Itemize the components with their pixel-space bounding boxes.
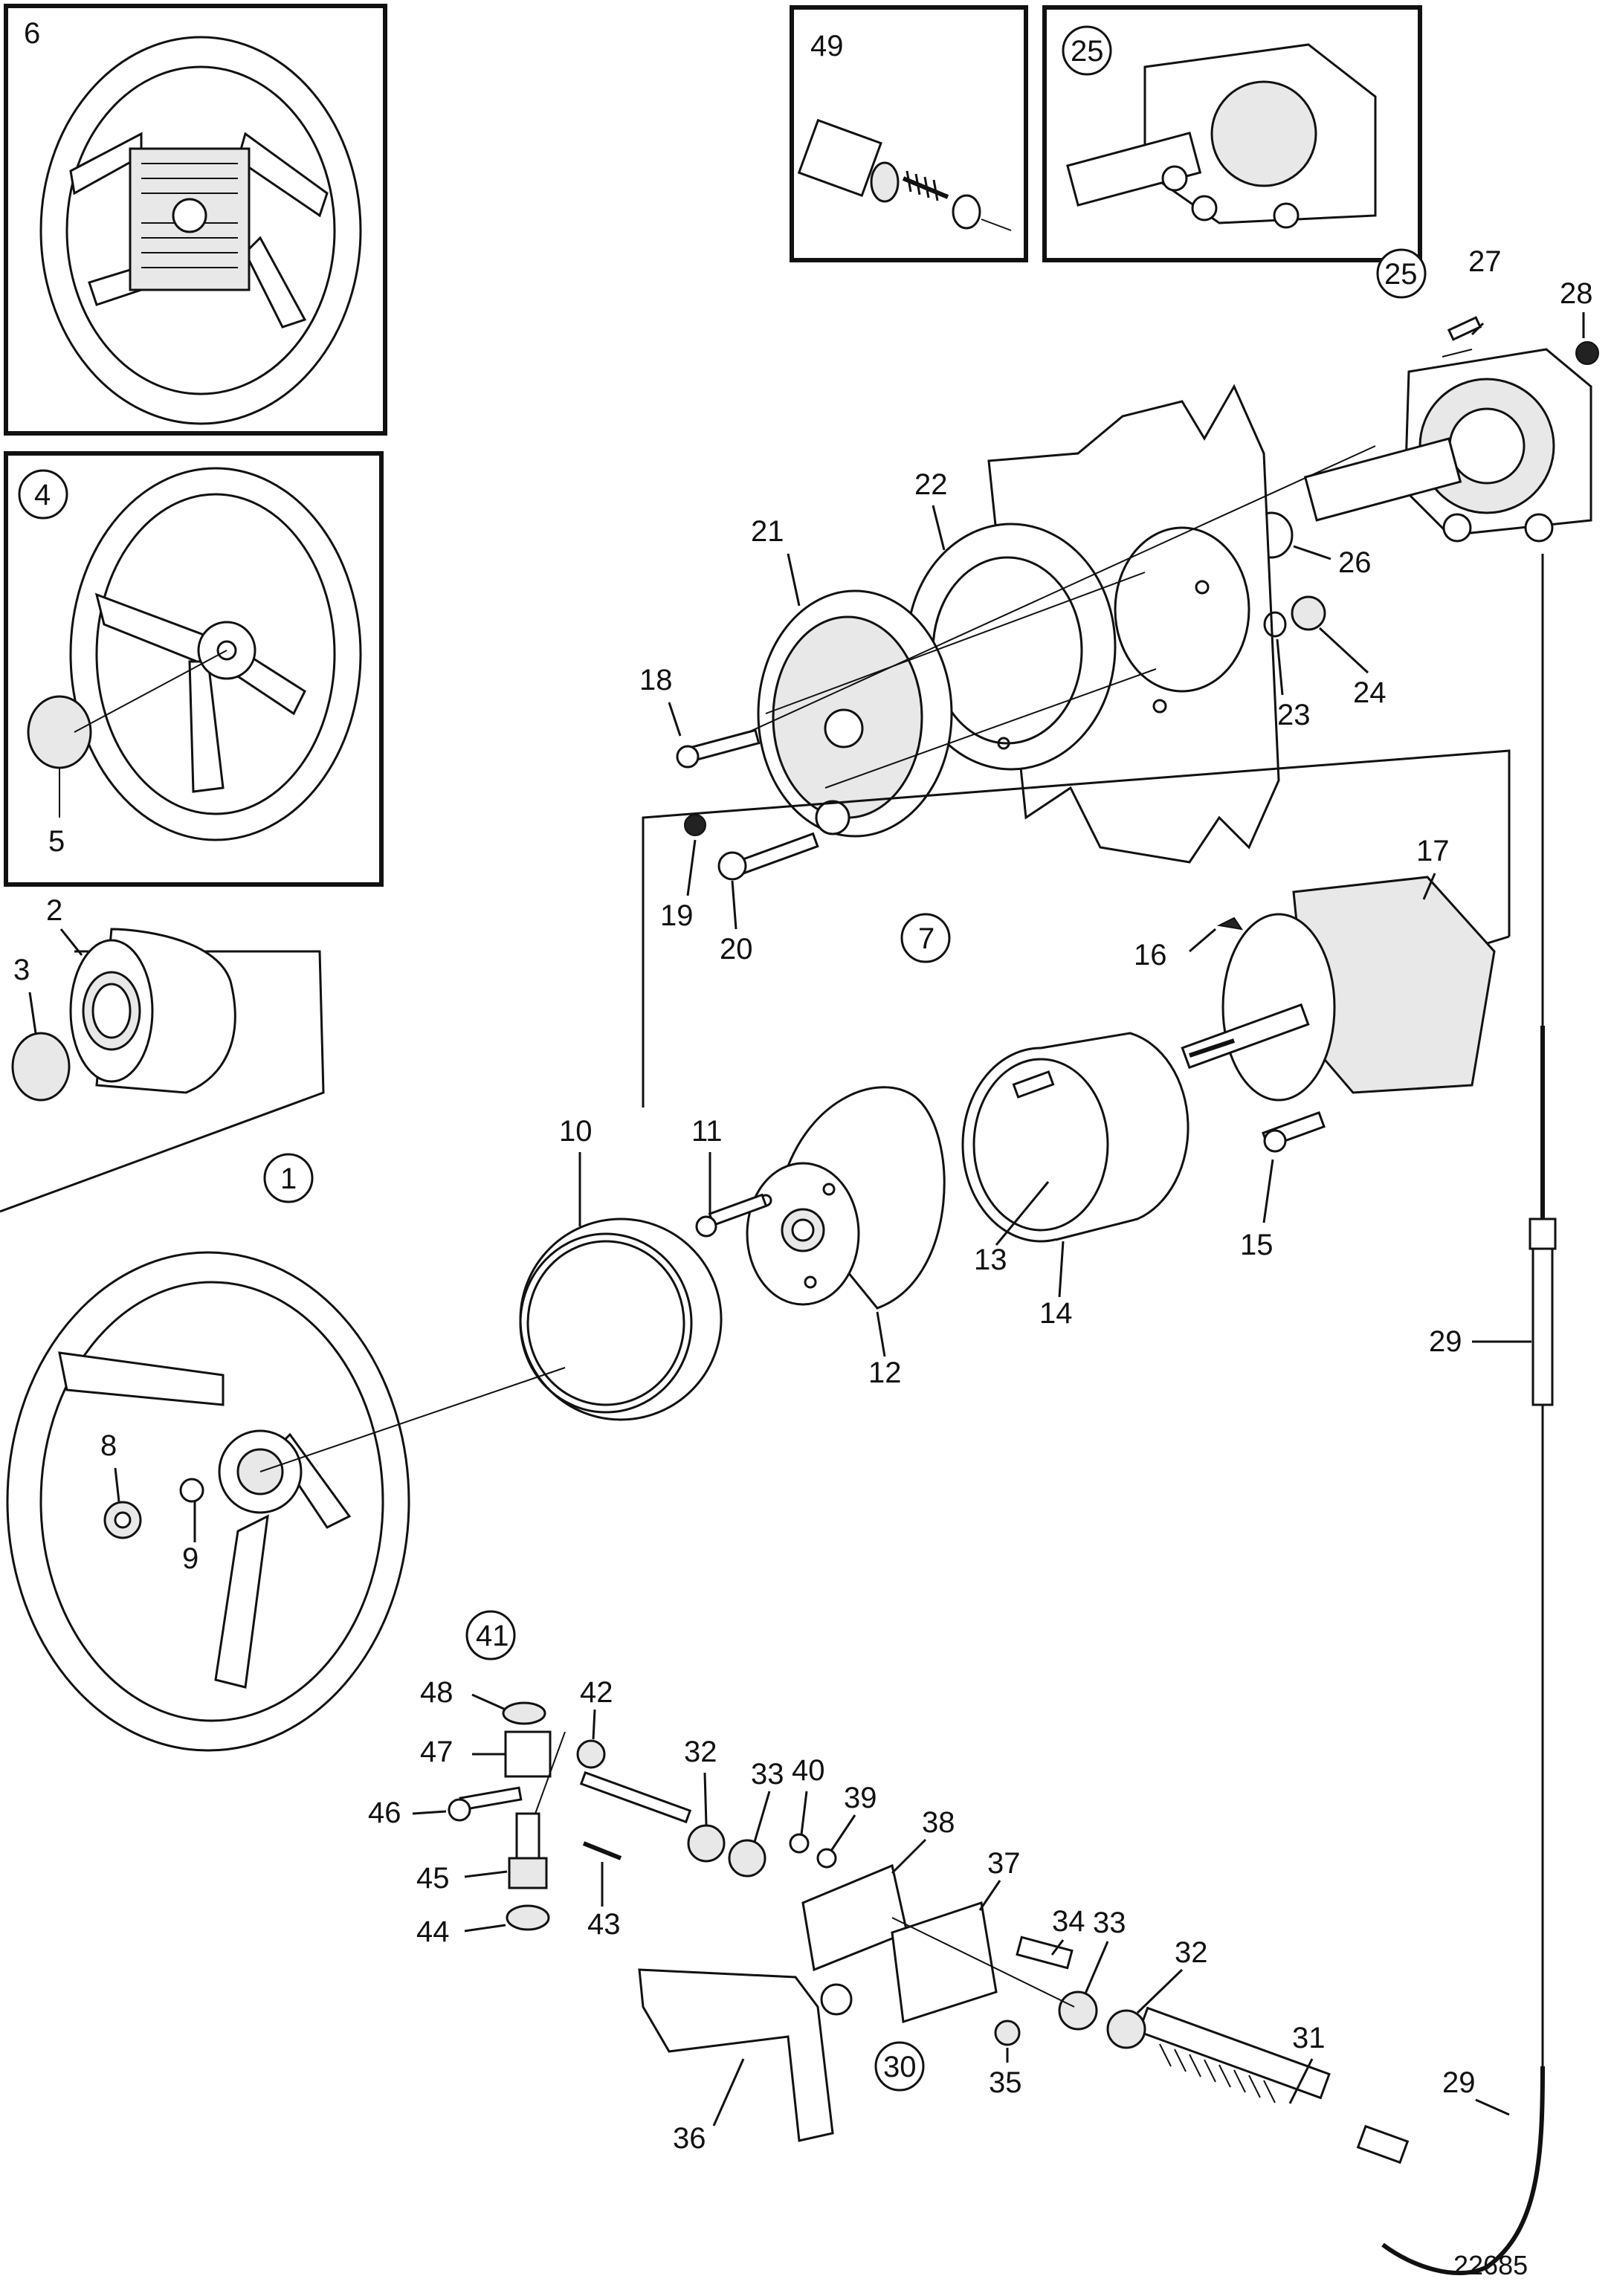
drawing-number: 22685: [1453, 2250, 1528, 2280]
label-24: 24: [1353, 676, 1387, 709]
inset-25-helm-unit-detail: 25: [1042, 5, 1422, 262]
helm-unit-25: 25 27 28 26: [1249, 245, 1599, 1100]
cover-14: 14 13: [961, 1032, 1189, 1330]
label-45: 45: [416, 1862, 450, 1895]
steering-wheel-1: 1 8 9: [6, 1153, 566, 1752]
gasket-22: 22: [906, 468, 1117, 771]
label-22: 22: [914, 468, 948, 501]
inset-4-sport-steering-wheel: 4 5: [4, 451, 384, 887]
label-10: 10: [559, 1115, 593, 1148]
label-34: 34: [1052, 1905, 1085, 1938]
hub-12: 12 11: [691, 1086, 946, 1389]
label-17: 17: [1416, 835, 1450, 867]
label-7: 7: [918, 922, 934, 955]
label-47: 47: [420, 1736, 453, 1768]
inset-49-label: 49: [810, 30, 844, 62]
label-19: 19: [660, 899, 694, 932]
label-29-upper: 29: [1429, 1325, 1462, 1358]
label-2: 2: [46, 894, 62, 927]
label-18: 18: [639, 664, 673, 696]
inset-49-valve-assembly: 49: [790, 5, 1028, 262]
label-37: 37: [987, 1847, 1021, 1880]
ring-10: 10: [519, 1115, 723, 1421]
label-43: 43: [587, 1908, 621, 1941]
label-27: 27: [1468, 245, 1502, 278]
label-40: 40: [792, 1754, 825, 1787]
label-8: 8: [100, 1429, 117, 1462]
assembly-axis-line: [691, 445, 1376, 759]
group-7-bracket: [642, 749, 1511, 1107]
fasteners-upper: 18 19 20 23 24: [639, 595, 1387, 966]
label-12: 12: [868, 1356, 902, 1389]
label-35: 35: [989, 2066, 1022, 2099]
tilt-mechanism-17: 17 16 15: [1134, 835, 1496, 1261]
label-9: 9: [182, 1542, 198, 1575]
label-29-lower: 29: [1442, 2066, 1476, 2099]
label-39: 39: [844, 1782, 877, 1814]
label-21: 21: [751, 515, 784, 548]
label-32-lower: 32: [1175, 1936, 1208, 1969]
label-28: 28: [1560, 277, 1593, 310]
label-25: 25: [1384, 258, 1418, 291]
rod-end-31: 31: [1137, 2006, 1410, 2164]
label-3: 3: [13, 954, 30, 986]
label-26: 26: [1338, 546, 1372, 579]
assembly-axis-line: [765, 572, 1146, 714]
label-16: 16: [1134, 939, 1167, 971]
linkage-assembly: 41 48 47 42 46 45 43 44 32 33 40: [368, 1610, 1208, 2155]
inset-6-label: 6: [24, 17, 40, 50]
label-13: 13: [974, 1244, 1007, 1276]
label-15: 15: [1240, 1229, 1274, 1261]
steering-cable-29: 29 29: [1381, 1026, 1557, 2275]
label-46: 46: [368, 1797, 401, 1829]
label-31: 31: [1292, 2022, 1326, 2054]
label-20: 20: [720, 933, 753, 966]
label-48: 48: [420, 1676, 453, 1709]
label-42: 42: [580, 1676, 613, 1709]
helm-housing-21: 21: [751, 515, 953, 838]
hub-cap-2-3: 2 3: [0, 894, 325, 1213]
label-36: 36: [673, 2122, 706, 2155]
label-33-upper: 33: [751, 1758, 784, 1791]
label-44: 44: [416, 1915, 450, 1948]
label-1: 1: [280, 1162, 297, 1195]
label-23: 23: [1277, 699, 1311, 731]
label-14: 14: [1039, 1297, 1073, 1330]
label-41: 41: [476, 1620, 509, 1652]
label-11: 11: [691, 1115, 723, 1148]
label-33-lower: 33: [1093, 1907, 1126, 1939]
label-38: 38: [922, 1806, 955, 1839]
label-30: 30: [883, 2051, 917, 2083]
inset-4-label: 4: [34, 479, 51, 511]
assembly-axis-line: [824, 668, 1157, 789]
label-32-upper: 32: [684, 1736, 717, 1768]
inset-6-steering-wheel-with-horn-pad: 6: [4, 4, 387, 436]
inset-25-label: 25: [1071, 35, 1104, 68]
label-5: 5: [48, 825, 65, 858]
